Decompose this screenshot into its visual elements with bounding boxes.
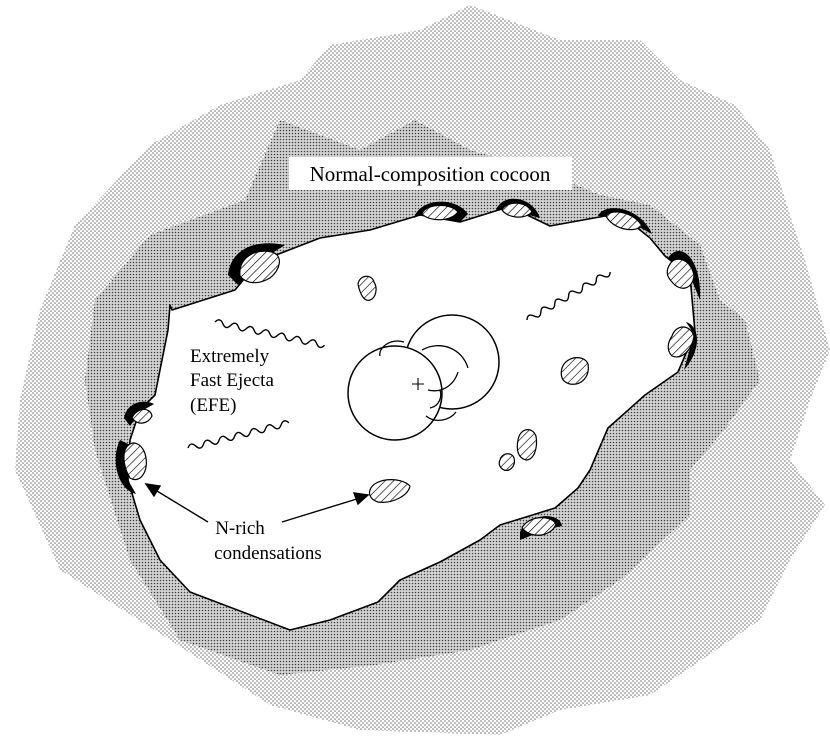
central-binary-stars — [347, 314, 500, 441]
interior-condensations — [357, 275, 589, 503]
efe-label-line1: Extremely — [190, 346, 270, 367]
nrich-arrows — [144, 483, 370, 523]
efe-label-line3: (EFE) — [190, 395, 236, 416]
nrich-label-line1: N-rich — [215, 518, 265, 539]
efe-label-line2: Fast Ejecta — [190, 370, 274, 391]
fast-ejecta-waves — [187, 271, 611, 449]
nrich-label-line2: condensations — [214, 543, 322, 564]
cocoon-label: Normal-composition cocoon — [310, 162, 551, 186]
cocoon-label-box — [289, 157, 572, 190]
primary-star — [347, 345, 443, 441]
rim-condensations — [115, 198, 701, 540]
center-mark-icon — [412, 378, 424, 390]
